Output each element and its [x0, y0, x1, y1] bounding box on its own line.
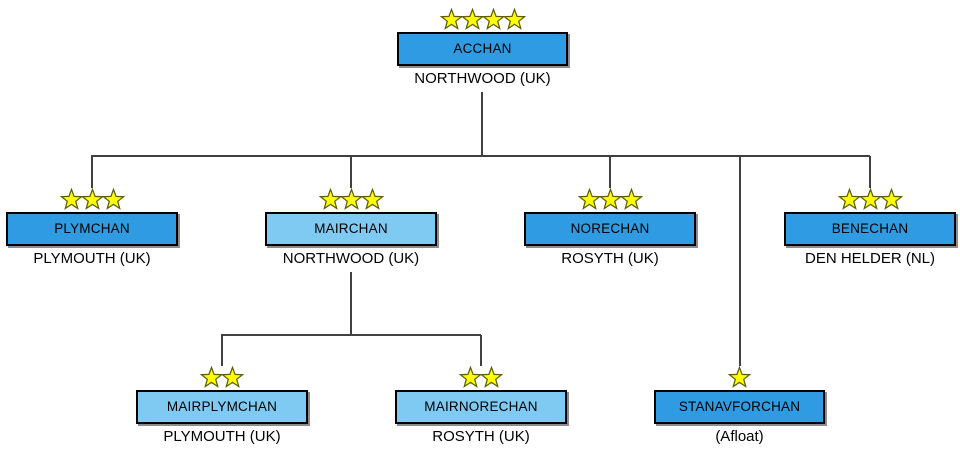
command-box-stanavforchan: STANAVFORCHAN — [654, 390, 825, 424]
org-node-plymchan: PLYMCHAN PLYMOUTH (UK) — [6, 188, 178, 268]
star-icon — [439, 8, 463, 30]
location-caption: NORTHWOOD (UK) — [414, 70, 551, 87]
star-icon — [101, 188, 125, 210]
star-icon — [80, 188, 104, 210]
command-box-benechan: BENECHAN — [784, 212, 956, 246]
star-rank-row — [136, 366, 308, 388]
star-icon — [837, 188, 861, 210]
star-icon — [879, 188, 903, 210]
connector-drop-norechan — [609, 156, 611, 188]
star-icon — [460, 8, 484, 30]
star-icon — [221, 366, 244, 388]
star-icon — [200, 366, 223, 388]
star-icon — [598, 188, 622, 210]
star-rank-row — [6, 188, 178, 210]
star-icon — [481, 8, 505, 30]
connector-drop-stanavforchan — [739, 156, 741, 366]
connector-level1-bar — [91, 155, 871, 157]
connector-drop-mairplymchan — [221, 335, 223, 366]
location-caption: PLYMOUTH (UK) — [33, 250, 151, 267]
org-node-mairnorechan: MAIRNORECHAN ROSYTH (UK) — [395, 366, 567, 446]
star-icon — [858, 188, 882, 210]
command-box-mairchan: MAIRCHAN — [265, 212, 437, 246]
location-caption: PLYMOUTH (UK) — [163, 428, 281, 445]
connector-drop-mairchan — [350, 156, 352, 188]
star-rank-row — [265, 188, 437, 210]
org-node-acchan: ACCHAN NORTHWOOD (UK) — [397, 8, 568, 88]
star-icon — [339, 188, 363, 210]
connector-mairchan-down — [350, 272, 352, 335]
star-icon — [502, 8, 526, 30]
star-icon — [459, 366, 482, 388]
star-rank-row — [397, 8, 568, 30]
command-box-plymchan: PLYMCHAN — [6, 212, 178, 246]
location-caption: DEN HELDER (NL) — [804, 250, 936, 267]
command-box-mairnorechan: MAIRNORECHAN — [395, 390, 567, 424]
org-node-mairplymchan: MAIRPLYMCHAN PLYMOUTH (UK) — [136, 366, 308, 446]
connector-drop-benechan — [869, 156, 871, 188]
star-icon — [728, 366, 751, 388]
org-node-mairchan: MAIRCHAN NORTHWOOD (UK) — [265, 188, 437, 268]
star-icon — [577, 188, 601, 210]
command-box-mairplymchan: MAIRPLYMCHAN — [136, 390, 308, 424]
star-icon — [318, 188, 342, 210]
star-icon — [480, 366, 503, 388]
star-icon — [59, 188, 83, 210]
connector-acchan-down — [481, 92, 483, 156]
connector-level2-bar — [221, 334, 482, 336]
star-rank-row — [654, 366, 825, 388]
command-box-acchan: ACCHAN — [397, 32, 568, 66]
star-rank-row — [395, 366, 567, 388]
location-caption: ROSYTH (UK) — [432, 428, 530, 445]
org-node-norechan: NORECHAN ROSYTH (UK) — [524, 188, 696, 268]
command-box-norechan: NORECHAN — [524, 212, 696, 246]
star-icon — [360, 188, 384, 210]
org-node-stanavforchan: STANAVFORCHAN (Afloat) — [654, 366, 825, 446]
location-caption: (Afloat) — [715, 428, 764, 445]
location-caption: NORTHWOOD (UK) — [282, 250, 420, 267]
star-icon — [619, 188, 643, 210]
connector-drop-plymchan — [91, 156, 93, 188]
org-node-benechan: BENECHAN DEN HELDER (NL) — [784, 188, 956, 268]
location-caption: ROSYTH (UK) — [561, 250, 659, 267]
star-rank-row — [784, 188, 956, 210]
connector-drop-mairnorechan — [480, 335, 482, 366]
star-rank-row — [524, 188, 696, 210]
